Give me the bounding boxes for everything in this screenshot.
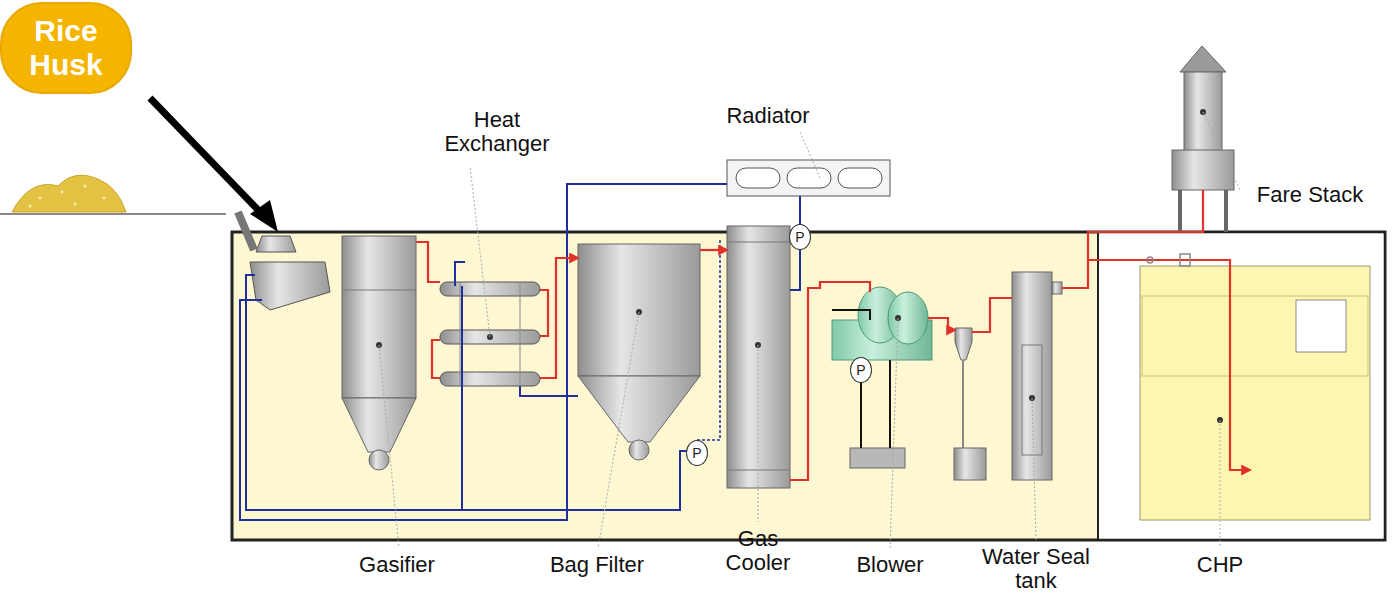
node-text: P — [795, 229, 804, 245]
part-label: Gas Cooler — [718, 527, 798, 575]
pump-symbol: P — [789, 224, 811, 250]
pump-symbol: P — [686, 440, 708, 466]
part-label: Gasifier — [337, 553, 457, 577]
pump-symbol: P — [850, 357, 872, 383]
node-text: Rice Husk — [16, 14, 116, 83]
feedstock-badge: Rice Husk — [0, 2, 132, 94]
part-label: Heat Exchanger — [438, 108, 556, 156]
part-label: Fare Stack — [1240, 183, 1380, 207]
node-text: P — [856, 362, 865, 378]
part-label: Water Seal tank — [974, 545, 1098, 593]
node-text: P — [692, 445, 701, 461]
part-label: Radiator — [708, 104, 828, 128]
part-label: Blower — [840, 553, 940, 577]
part-label: Bag Filter — [527, 553, 667, 577]
part-label: CHP — [1175, 553, 1265, 577]
